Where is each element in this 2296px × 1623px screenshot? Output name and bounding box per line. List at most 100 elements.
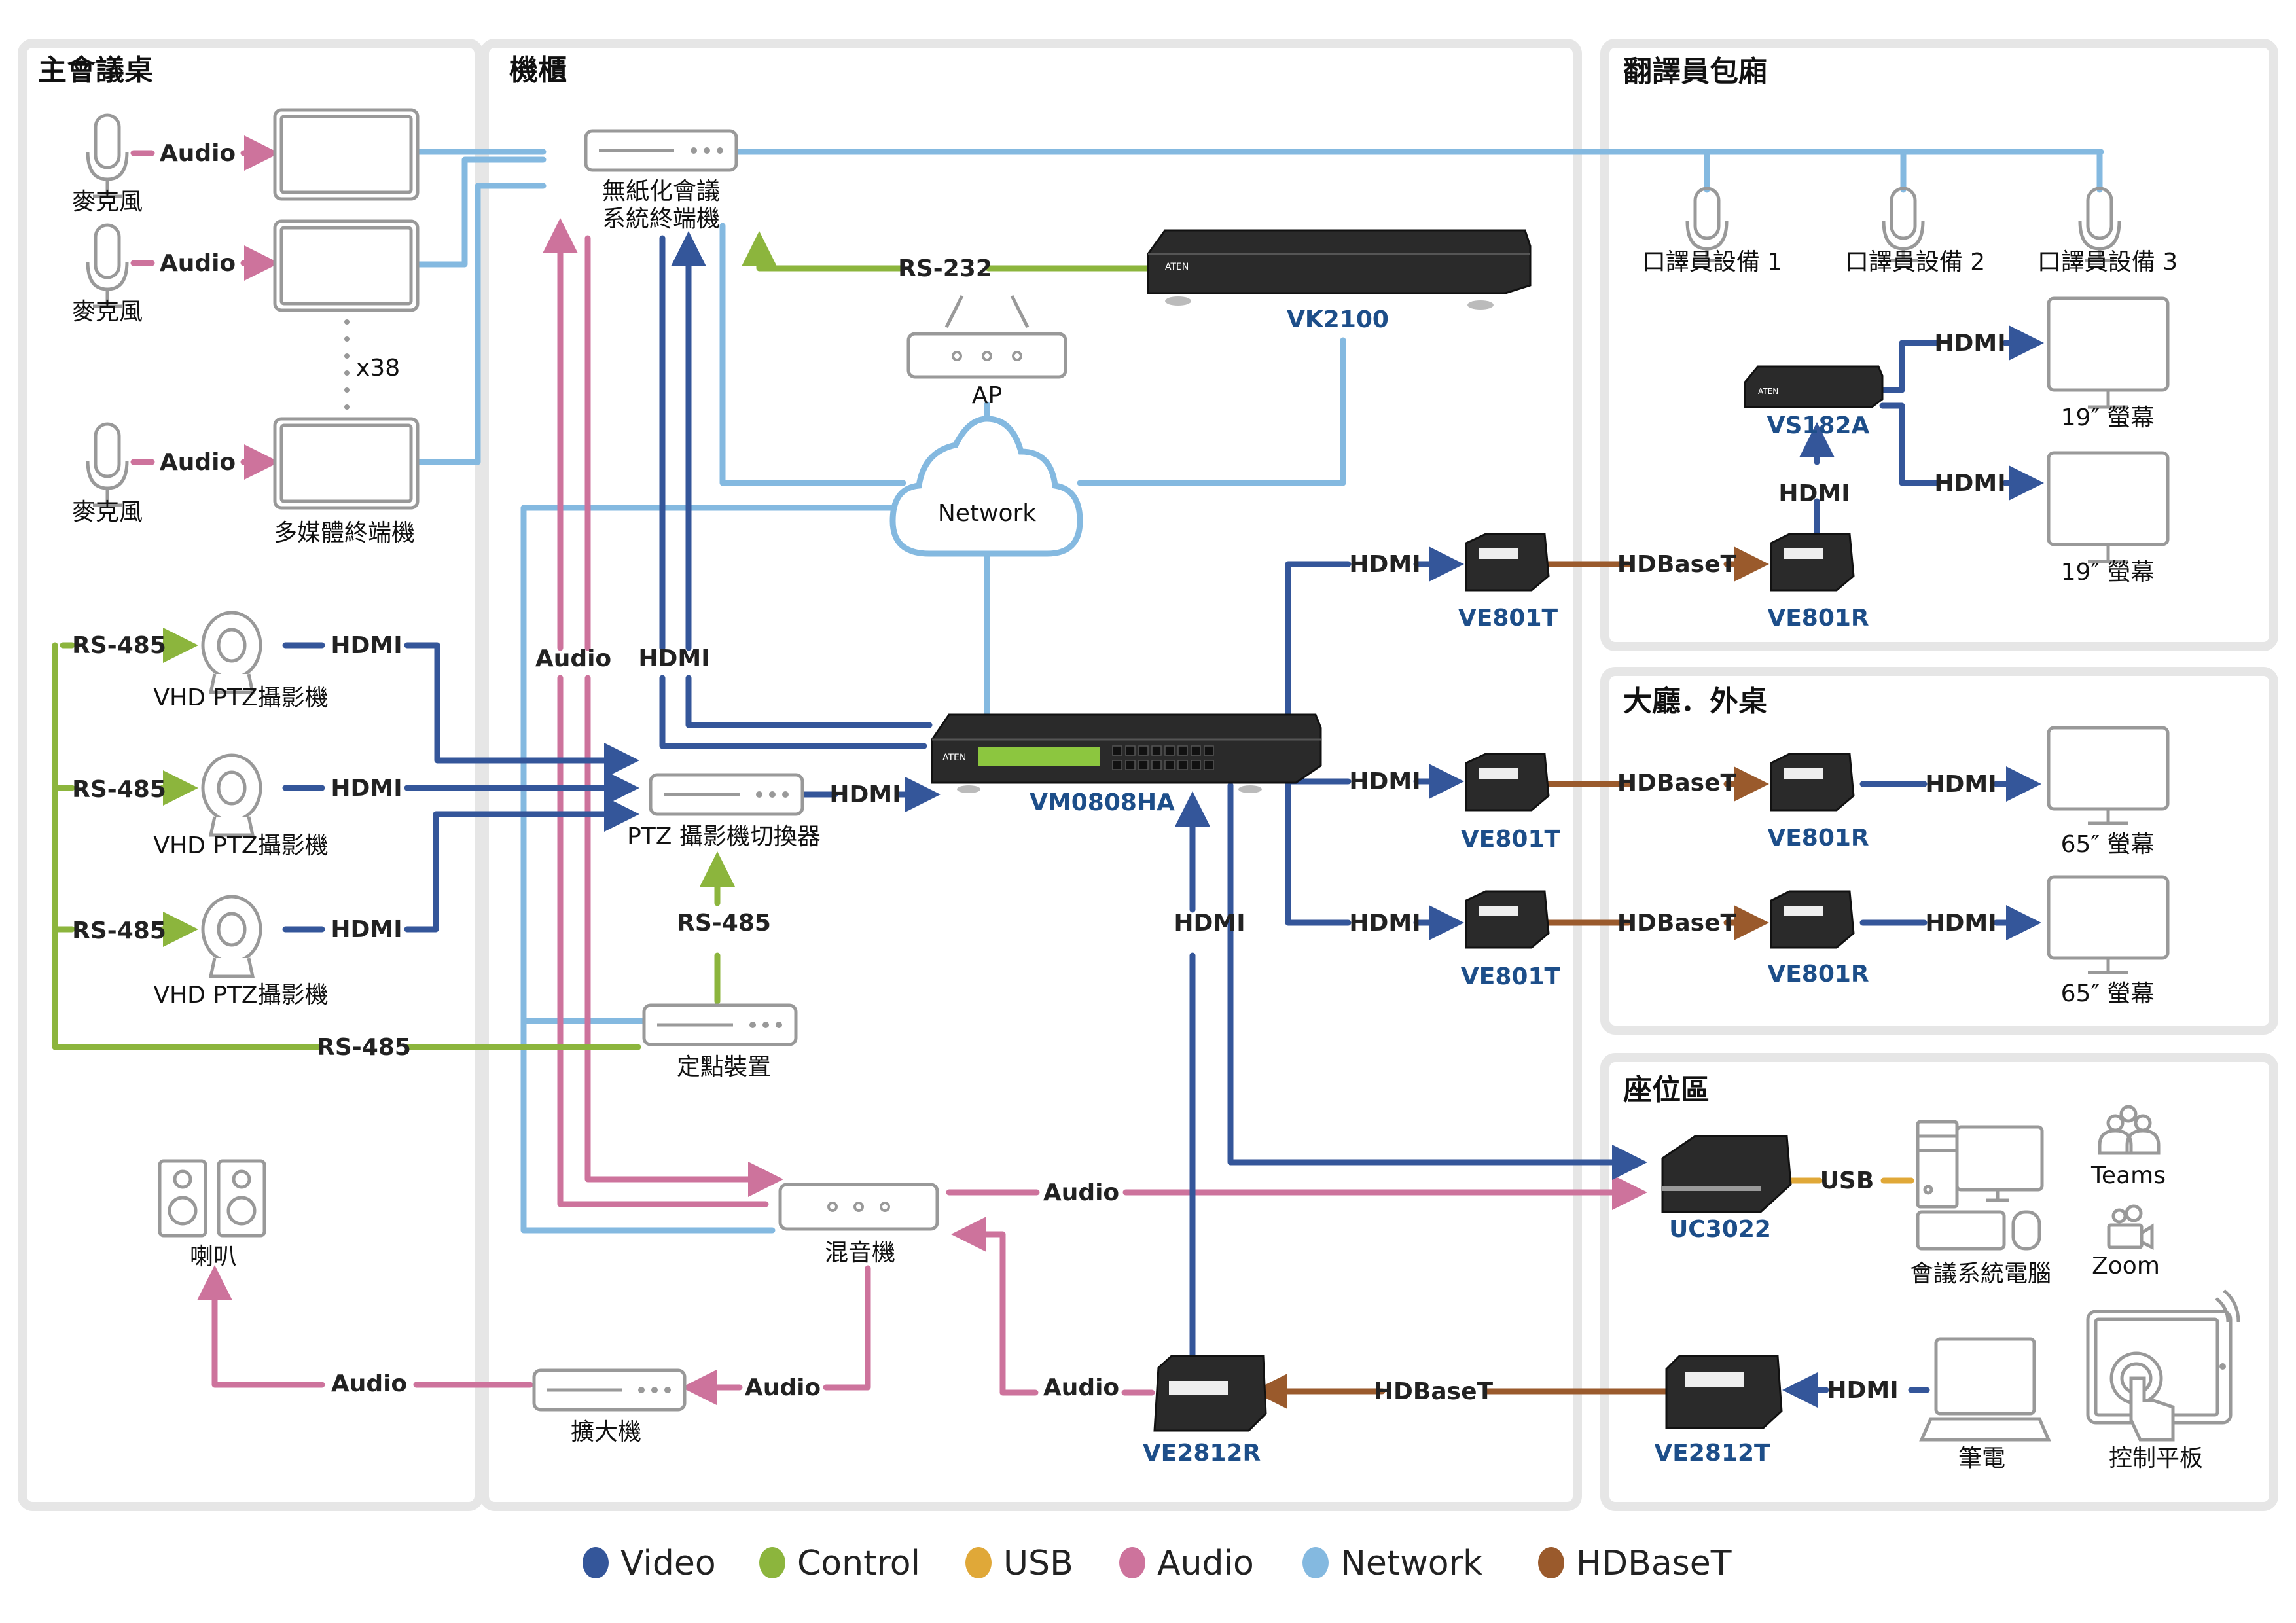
teams-label: Teams <box>2090 1162 2166 1189</box>
laptop[interactable]: 筆電 <box>1919 1337 2051 1472</box>
microphone-3[interactable]: 麥克風 <box>72 422 143 526</box>
ve801t-3[interactable]: VE801T <box>1461 890 1561 990</box>
monitor-icon <box>2047 296 2170 409</box>
mic-label: 麥克風 <box>72 499 143 526</box>
conference-pc[interactable]: 會議系統電腦 <box>1910 1120 2051 1287</box>
legend-swatch-network <box>1302 1547 1329 1578</box>
speakers[interactable]: 喇叭 <box>158 1159 266 1270</box>
microphone-icon <box>1882 187 1925 262</box>
ve801t-2[interactable]: VE801T <box>1461 753 1561 853</box>
monitor-label: 19″ 螢幕 <box>2061 404 2155 431</box>
monitor-label: 65″ 螢幕 <box>2061 831 2155 858</box>
camera-icon <box>201 753 262 837</box>
ve801r-label: VE801R <box>1767 961 1869 988</box>
paperless-terminal[interactable]: 無紙化會議 系統終端機 <box>584 129 738 232</box>
hdmi-label: HDMI <box>1349 551 1420 578</box>
terminal-count: x38 <box>356 355 400 382</box>
multimedia-terminal-1[interactable] <box>273 108 420 201</box>
vs182a-label: VS182A <box>1767 412 1870 439</box>
monitor-65-1[interactable]: 65″ 螢幕 <box>2047 726 2170 858</box>
multimedia-terminal-3[interactable]: 多媒體終端機 <box>273 417 420 546</box>
vm0808ha-matrix[interactable]: ATEN VM0808HA <box>931 713 1322 816</box>
microphone-1[interactable]: 麥克風 <box>72 113 143 215</box>
camera-icon <box>201 611 262 694</box>
ptz-camera-3[interactable]: VHD PTZ攝影機 <box>153 895 329 1008</box>
interpreter-label: 口譯員設備 2 <box>1845 249 1985 276</box>
hdmi-label: HDMI <box>1934 470 2005 497</box>
preset-device[interactable]: 定點裝置 <box>642 1003 798 1080</box>
network-wires <box>416 149 2104 1234</box>
vs182a-splitter[interactable]: ATEN VS182A <box>1744 365 1884 439</box>
aten-logo: ATEN <box>942 753 966 763</box>
legend-swatch-audio <box>1119 1547 1145 1578</box>
ve801r-2[interactable]: VE801R <box>1767 753 1869 851</box>
hdbaset-label: HDBaseT <box>1374 1378 1494 1405</box>
legend-swatch-control <box>759 1547 785 1578</box>
ve801r-label: VE801R <box>1767 605 1869 632</box>
legend-swatch-usb <box>965 1547 992 1578</box>
audio-label: Audio <box>535 645 611 672</box>
panel-title-seating: 座位區 <box>1623 1073 1710 1107</box>
legend-item-usb: USB <box>965 1544 1073 1583</box>
uc3022-device[interactable]: UC3022 <box>1661 1135 1792 1243</box>
ve801r-1[interactable]: VE801R <box>1767 533 1869 632</box>
hdmi-label: HDMI <box>1934 330 2005 357</box>
rs232-label: RS-232 <box>898 255 992 282</box>
legend-label-network: Network <box>1340 1544 1482 1583</box>
rs485-label: RS-485 <box>677 910 771 936</box>
camera-icon <box>201 895 262 978</box>
ptz-camera-1[interactable]: VHD PTZ攝影機 <box>153 611 329 711</box>
hdbaset-label: HDBaseT <box>1617 910 1737 936</box>
camera-label: VHD PTZ攝影機 <box>153 832 328 859</box>
monitor-label: 65″ 螢幕 <box>2061 980 2155 1007</box>
panel-lobby: 大廳．外桌 <box>1600 667 2278 1035</box>
video-camera-icon <box>2107 1204 2154 1251</box>
audio-wires <box>130 135 1647 1405</box>
interpreter-device-3[interactable]: 口譯員設備 3 <box>2037 187 2178 276</box>
access-point[interactable]: AP <box>906 294 1067 409</box>
audio-mixer[interactable]: 混音機 <box>778 1183 939 1266</box>
amplifier[interactable]: 擴大機 <box>532 1368 687 1446</box>
monitor-65-2[interactable]: 65″ 螢幕 <box>2047 875 2170 1007</box>
monitor-icon <box>2047 451 2170 563</box>
ve2812t-transmitter[interactable]: VE2812T <box>1654 1355 1783 1467</box>
ap-label: AP <box>972 382 1002 409</box>
rs485-label: RS-485 <box>317 1034 411 1061</box>
aten-logo: ATEN <box>1165 262 1189 272</box>
hdbaset-wires <box>1252 546 1769 1409</box>
ve2812r-receiver[interactable]: VE2812R <box>1143 1355 1267 1467</box>
laptop-label: 筆電 <box>1958 1445 2005 1472</box>
hdbaset-label: HDBaseT <box>1617 551 1737 578</box>
multimedia-terminal-2[interactable] <box>273 219 420 312</box>
zoom-app[interactable]: Zoom <box>2092 1204 2160 1279</box>
teams-app[interactable]: Teams <box>2090 1105 2166 1189</box>
uc3022-label: UC3022 <box>1669 1216 1771 1243</box>
vk2100-label: VK2100 <box>1287 306 1389 333</box>
control-tablet[interactable]: 控制平板 <box>2086 1289 2240 1472</box>
monitor-19-2[interactable]: 19″ 螢幕 <box>2047 451 2170 586</box>
monitor-19-1[interactable]: 19″ 螢幕 <box>2047 296 2170 431</box>
audio-label: Audio <box>745 1374 821 1401</box>
interpreter-device-1[interactable]: 口譯員設備 1 <box>1642 187 1782 276</box>
people-group-icon <box>2098 1105 2161 1155</box>
interpreter-device-2[interactable]: 口譯員設備 2 <box>1845 187 1985 276</box>
legend-item-control: Control <box>759 1544 920 1583</box>
speaker-icon <box>158 1159 266 1238</box>
ve801r-3[interactable]: VE801R <box>1767 890 1869 988</box>
microphone-2[interactable]: 麥克風 <box>72 223 143 325</box>
audio-label: Audio <box>160 449 236 476</box>
desktop-computer-icon <box>1916 1120 2044 1251</box>
ve801t-1[interactable]: VE801T <box>1458 533 1558 632</box>
legend-label-audio: Audio <box>1157 1544 1254 1583</box>
legend-label-control: Control <box>797 1544 920 1583</box>
vk2100-device[interactable]: ATEN VK2100 <box>1147 229 1532 333</box>
rs485-label: RS-485 <box>72 776 166 803</box>
ptz-camera-switcher[interactable]: PTZ 攝影機切換器 <box>627 773 821 850</box>
audio-label: Audio <box>331 1370 407 1397</box>
panel-title-interpreter: 翻譯員包廂 <box>1623 55 1767 88</box>
ptz-camera-2[interactable]: VHD PTZ攝影機 <box>153 753 329 859</box>
hdmi-label: HDMI <box>331 775 402 802</box>
legend-label-video: Video <box>620 1544 716 1583</box>
